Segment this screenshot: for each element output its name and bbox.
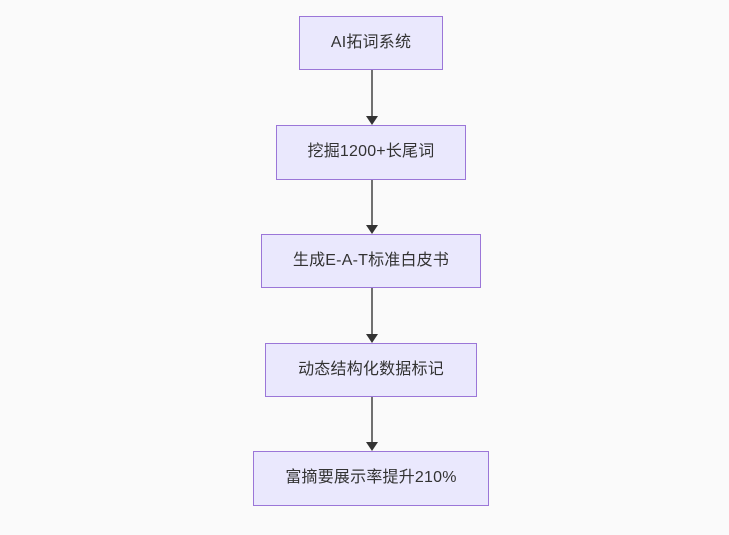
- flow-node-label: 生成E-A-T标准白皮书: [292, 251, 450, 269]
- flow-node-label: 挖掘1200+长尾词: [307, 143, 435, 160]
- flow-node-rich-snippet-result[interactable]: 富摘要展示率提升210%: [253, 451, 489, 506]
- flow-node-structured-data-markup[interactable]: 动态结构化数据标记: [265, 343, 477, 397]
- flow-node-longtail-keywords[interactable]: 挖掘1200+长尾词: [276, 125, 466, 180]
- arrowhead-icon: [366, 442, 378, 451]
- arrowhead-icon: [366, 334, 378, 343]
- flow-node-label: AI拓词系统: [330, 33, 412, 51]
- flow-node-ai-keyword-system[interactable]: AI拓词系统: [299, 16, 443, 70]
- edge-line: [371, 180, 373, 225]
- flow-node-eat-whitepaper[interactable]: 生成E-A-T标准白皮书: [261, 234, 481, 288]
- flow-node-label: 动态结构化数据标记: [298, 360, 444, 378]
- edge-line: [371, 397, 373, 442]
- arrowhead-icon: [366, 225, 378, 234]
- flow-node-label: 富摘要展示率提升210%: [285, 469, 457, 486]
- edge-line: [371, 70, 373, 116]
- edge-line: [371, 288, 373, 334]
- arrowhead-icon: [366, 116, 378, 125]
